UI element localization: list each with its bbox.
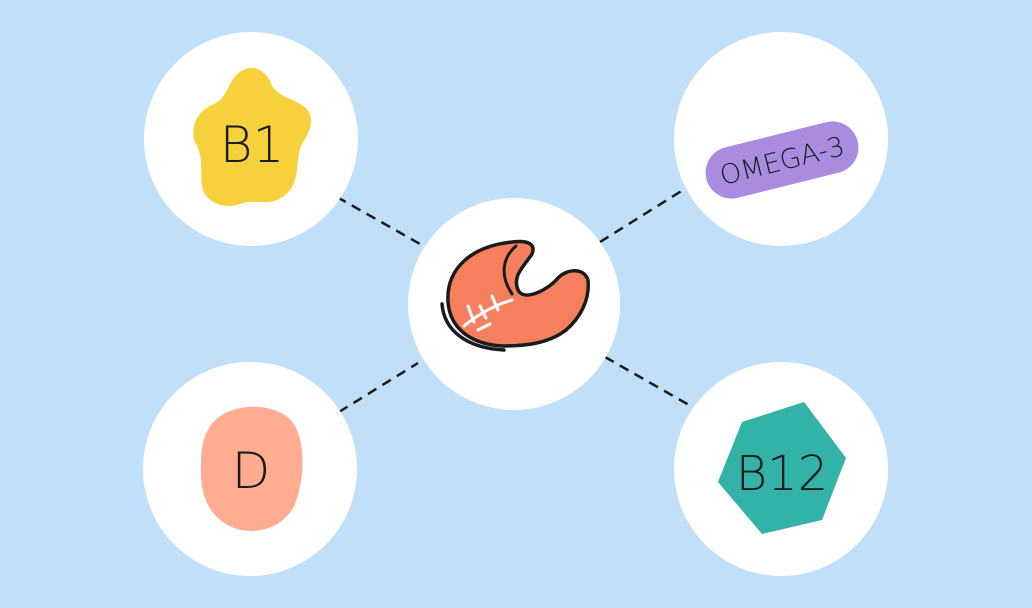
- b1-blob-shape: [193, 67, 312, 206]
- connector-d: [338, 361, 419, 414]
- d-blob-shape: [201, 406, 303, 531]
- nutrient-node-b1: B1: [144, 32, 358, 246]
- nutrient-node-omega-3: OMEGA-3: [674, 32, 888, 246]
- b12-hexagon-shape: [718, 402, 846, 534]
- nutrient-node-b12: B12: [674, 362, 888, 576]
- salmon-steak-icon: [440, 239, 590, 352]
- nutrient-label-b1: B1: [220, 116, 285, 174]
- center-node: [408, 198, 620, 410]
- omega-3-capsule-shape: [705, 121, 859, 199]
- nutrient-label-b12: B12: [736, 446, 829, 502]
- nutrient-node-d: D: [143, 362, 357, 576]
- nutrient-label-d: D: [232, 442, 271, 500]
